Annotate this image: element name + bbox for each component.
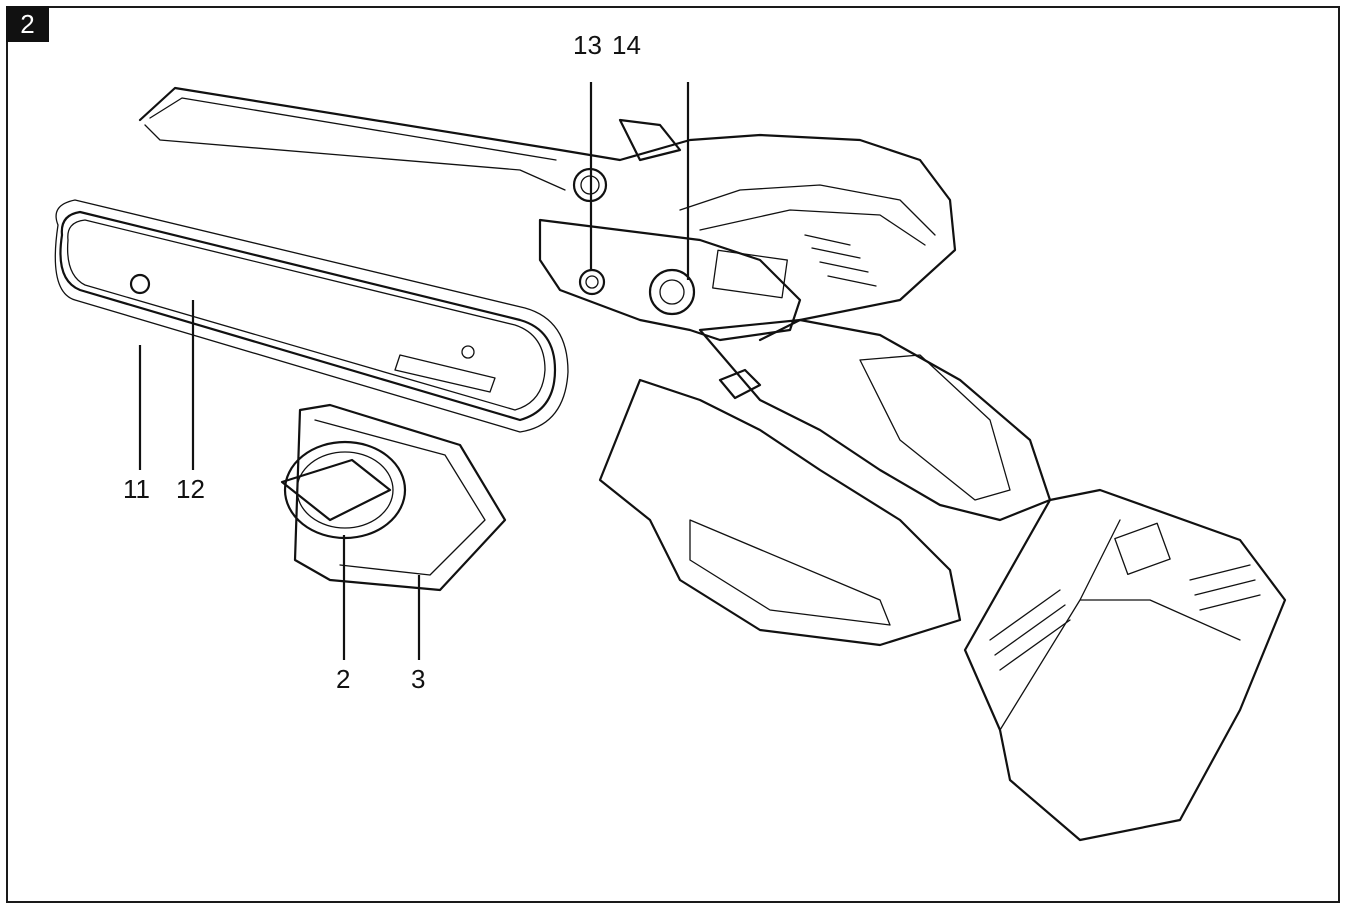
hand-guard — [598, 378, 962, 647]
figure-frame — [6, 6, 1340, 903]
bar-bolts — [578, 268, 696, 316]
callout-11: 11 — [123, 474, 150, 504]
callout-3: 3 — [411, 664, 426, 694]
leader-lines — [138, 82, 690, 660]
guide-bar — [59, 210, 557, 422]
figure-number-badge: 2 — [6, 6, 49, 42]
callout-12: 12 — [176, 474, 205, 504]
callout-13: 13 — [573, 30, 602, 60]
saw-chain — [54, 199, 569, 433]
oil-tank — [280, 403, 507, 592]
top-guard — [138, 86, 957, 342]
callout-14: 14 — [612, 30, 641, 60]
battery-pack — [963, 488, 1287, 842]
callout-2: 2 — [336, 664, 351, 694]
handle-grip — [698, 318, 1052, 522]
